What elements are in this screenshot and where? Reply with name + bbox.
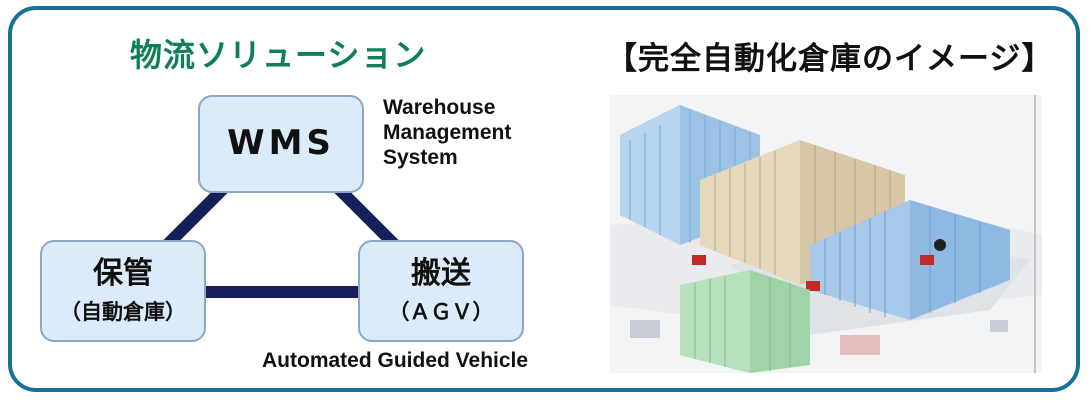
agv-robot xyxy=(920,255,934,265)
storage-node: 保管 （自動倉庫） xyxy=(40,240,206,342)
storage-sublabel: （自動倉庫） xyxy=(60,299,186,324)
wms-description-line: Warehouse xyxy=(383,96,496,119)
automated-warehouse-illustration xyxy=(610,95,1042,373)
agv-node: 搬送 （ＡＧＶ） xyxy=(358,240,524,342)
wms-description-line: Management xyxy=(383,121,512,144)
wms-node: WMS xyxy=(198,95,364,193)
warehouse-drawing xyxy=(610,95,1042,373)
agv-label: 搬送 xyxy=(411,255,471,291)
wms-description: Warehouse Management System xyxy=(383,95,511,170)
storage-label: 保管 xyxy=(93,255,153,291)
agv-robot xyxy=(806,281,820,291)
wms-description-line: System xyxy=(383,146,458,169)
image-caption: 【完全自動化倉庫のイメージ】 xyxy=(606,41,1054,77)
agv-sublabel: （ＡＧＶ） xyxy=(388,299,494,324)
wms-label: WMS xyxy=(227,123,335,164)
agv-description: Automated Guided Vehicle xyxy=(262,349,529,372)
page-title: 物流ソリューション xyxy=(130,36,427,74)
agv-robot xyxy=(692,255,706,265)
